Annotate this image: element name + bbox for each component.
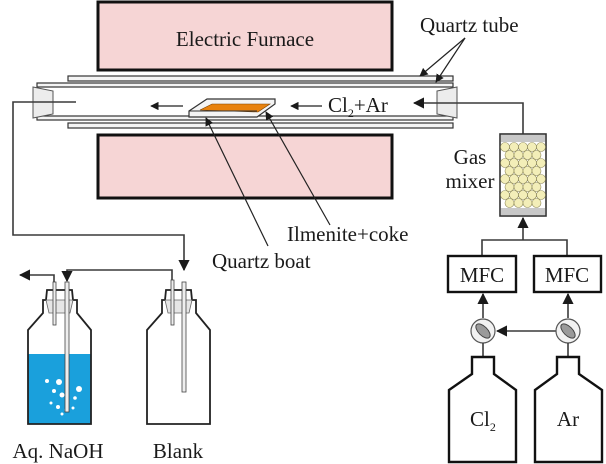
mixer-bead [522,182,533,192]
mixer-bead [513,150,524,160]
cl2-cylinder-label: Cl2 [470,407,496,434]
mixer-bead [500,174,510,184]
sample-pointer [265,111,331,226]
mixer-bead [500,158,510,168]
blank-outlet-tube [170,279,175,326]
furnace-label: Electric Furnace [176,27,314,51]
mixer-bead [531,166,542,176]
mixer-bead [518,142,528,152]
mixer-bead [509,190,519,200]
naoh-label: Aq. NaOH [13,439,104,463]
boat-label: Quartz boat [212,249,311,273]
exhaust-line [12,101,190,272]
mixer-bead [513,198,524,208]
gas-mixer [499,133,547,217]
mfc-right-box [532,254,603,294]
naoh-inlet-tube [64,281,70,413]
mixer-bead [531,182,542,192]
bubble [73,396,77,400]
mixer-bead [513,182,524,192]
mixer-bead [522,150,533,160]
bubble [52,389,56,393]
naoh-bottle [27,289,92,425]
mixer-bead [513,166,524,176]
mixer-bead [509,142,519,152]
boat-pointer [205,117,269,247]
quartz-tube [36,75,454,129]
mixer-bead [527,190,537,200]
mixer-bead [509,174,519,184]
bubble [56,379,62,385]
mixer-bead [518,190,528,200]
mfc-right-label: MFC [545,263,589,287]
mixer-bead [504,166,515,176]
mixer-bead [518,174,528,184]
mixer-bead [536,174,546,184]
blank-inlet-tube [181,281,187,393]
upper-furnace [96,0,394,72]
bubble [45,379,49,383]
mixer-bead [504,198,515,208]
mixer-bead [509,158,519,168]
quartz-tube-pointer-inner [435,37,466,83]
ar-cylinder-label: Ar [557,407,579,431]
vent-line [18,269,55,282]
lower-furnace [96,133,394,200]
bubble [60,412,64,416]
bubble [59,392,65,398]
bubble [56,405,60,409]
gas-mixer-label-line2: mixer [446,169,495,193]
quartz-boat [188,98,276,118]
mfc-merge-line [481,239,568,256]
bubbles [45,379,82,416]
quartz-tube-label: Quartz tube [420,13,519,37]
blank-to-naoh-line [61,269,173,283]
blank-bottle [146,289,211,425]
gas-feed-line [412,97,524,134]
mfc-left-box [446,254,518,294]
mixer-bead [500,142,510,152]
valve-left-icon [470,318,496,344]
gas-mixer-label-line1: Gas [454,145,487,169]
mixer-bead [504,150,515,160]
sample-label: Ilmenite+coke [287,222,408,246]
mixer-bead [518,158,528,168]
mixer-bead [500,190,510,200]
mfc-left-label: MFC [460,263,504,287]
bubble [71,406,75,410]
mixer-bead [527,158,537,168]
mixer-bead [536,158,546,168]
ar-cylinder [533,355,604,464]
bubble [49,401,53,405]
mixer-bead [504,182,515,192]
mixer-bead [527,142,537,152]
mixer-bead [531,150,542,160]
quartz-tube-pointer-outer [419,37,466,77]
mixer-bead [536,142,546,152]
mixer-bead [522,166,533,176]
valve-right-icon [555,318,581,344]
bubble [76,386,82,392]
mixer-bead [522,198,533,208]
mixer-bead [527,174,537,184]
gas-inlet-label: Cl2+Ar [328,93,388,120]
mixer-bead [531,198,542,208]
cl2-cylinder [447,355,518,464]
naoh-outlet-tube [52,281,57,326]
mixer-bead [536,190,546,200]
blank-label: Blank [153,439,204,463]
